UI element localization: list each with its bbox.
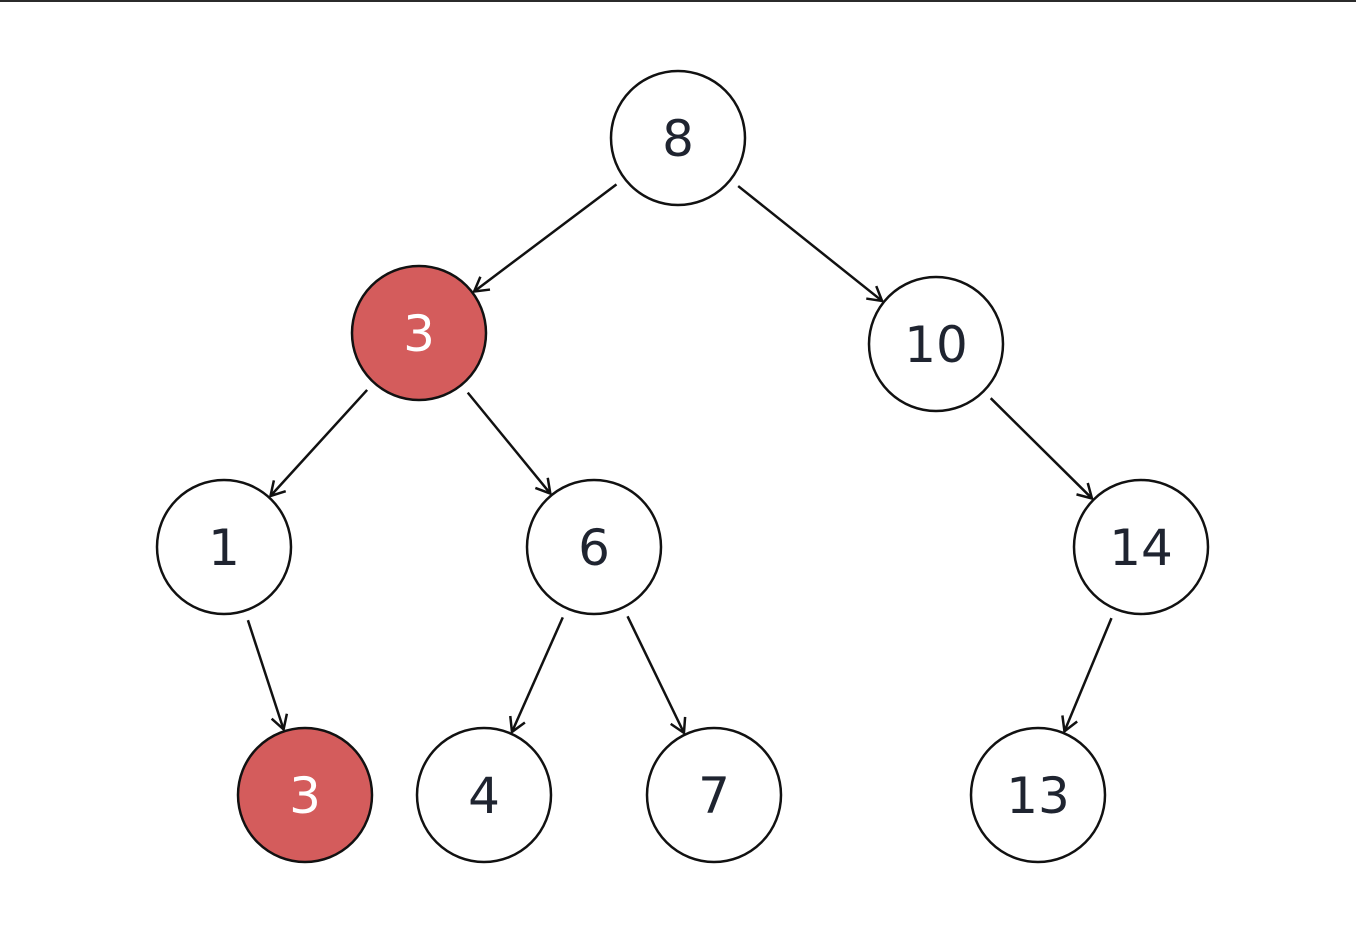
node-circle xyxy=(415,726,553,864)
edge-n3-n1 xyxy=(268,389,369,498)
node-circle xyxy=(1072,478,1210,616)
node-value-label: 10 xyxy=(904,316,968,374)
arrowhead-icon xyxy=(1061,715,1078,734)
tree-node-n6: 6 xyxy=(525,478,663,616)
edge-line xyxy=(626,615,686,734)
arrowhead-icon xyxy=(534,477,552,496)
node-value-label: 1 xyxy=(208,519,240,577)
edge-line xyxy=(269,389,369,497)
tree-node-n1: 1 xyxy=(155,478,293,616)
tree-node-n3: 3 xyxy=(350,264,488,402)
tree-node-n7: 7 xyxy=(645,726,783,864)
edge-n14-n13 xyxy=(1061,617,1113,734)
node-circle xyxy=(867,275,1005,413)
node-circle xyxy=(969,726,1107,864)
edge-line xyxy=(246,619,285,730)
node-circle xyxy=(645,726,783,864)
tree-node-n10: 10 xyxy=(867,275,1005,413)
node-value-label: 14 xyxy=(1109,519,1173,577)
edge-line xyxy=(466,391,552,495)
edges-layer xyxy=(246,183,1113,736)
arrowhead-icon xyxy=(472,276,491,294)
node-value-label: 3 xyxy=(403,305,435,363)
arrowhead-icon xyxy=(670,716,687,736)
arrowhead-icon xyxy=(1076,482,1094,501)
node-value-label: 13 xyxy=(1006,767,1070,825)
highlighted-node-circle xyxy=(350,264,488,402)
edge-line xyxy=(737,185,883,302)
node-value-label: 4 xyxy=(468,767,500,825)
edge-n1-n3b xyxy=(246,619,289,732)
edge-n8-n10 xyxy=(737,185,885,303)
node-value-label: 7 xyxy=(698,767,730,825)
tree-node-n4: 4 xyxy=(415,726,553,864)
top-border-line xyxy=(0,0,1356,2)
node-circle xyxy=(609,69,747,207)
node-value-label: 3 xyxy=(289,767,321,825)
arrowhead-icon xyxy=(268,480,287,498)
tree-node-n14: 14 xyxy=(1072,478,1210,616)
nodes-layer: 8 3 10 1 6 14 3 4 7 13 xyxy=(155,69,1210,864)
node-value-label: 8 xyxy=(662,110,694,168)
edge-line xyxy=(473,183,618,293)
edge-n6-n7 xyxy=(626,615,687,736)
edge-n8-n3 xyxy=(472,183,618,294)
tree-node-n13: 13 xyxy=(969,726,1107,864)
arrowhead-icon xyxy=(509,715,526,735)
node-value-label: 6 xyxy=(578,519,610,577)
arrowhead-icon xyxy=(866,285,885,303)
arrowhead-icon xyxy=(270,713,289,732)
edge-line xyxy=(510,616,564,733)
edge-line xyxy=(989,397,1093,500)
edge-n10-n14 xyxy=(989,397,1094,501)
edge-line xyxy=(1063,617,1113,732)
edge-n3-n6 xyxy=(466,391,552,496)
node-circle xyxy=(525,478,663,616)
tree-node-n3b: 3 xyxy=(236,726,374,864)
highlighted-node-circle xyxy=(236,726,374,864)
node-circle xyxy=(155,478,293,616)
edge-n6-n4 xyxy=(509,616,564,735)
tree-node-n8: 8 xyxy=(609,69,747,207)
